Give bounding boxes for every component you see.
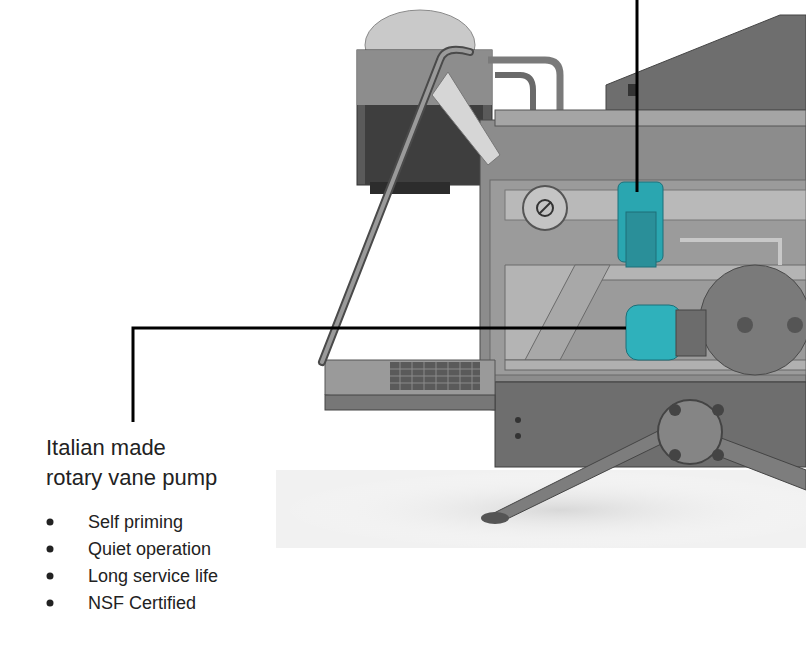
leader-line <box>636 0 639 192</box>
bullet-dot <box>47 600 54 607</box>
bullet-dot <box>47 546 54 553</box>
feature-item: Quiet operation <box>88 538 211 560</box>
callout-heading: Italian made rotary vane pump <box>46 433 222 493</box>
feature-item: NSF Certified <box>88 592 196 614</box>
rotary-vane-pump <box>626 305 681 360</box>
feature-item: Self priming <box>88 511 183 533</box>
feature-item: Long service life <box>88 565 218 587</box>
leader-line <box>133 328 626 422</box>
bullet-dot <box>47 519 54 526</box>
bullet-dot <box>47 573 54 580</box>
